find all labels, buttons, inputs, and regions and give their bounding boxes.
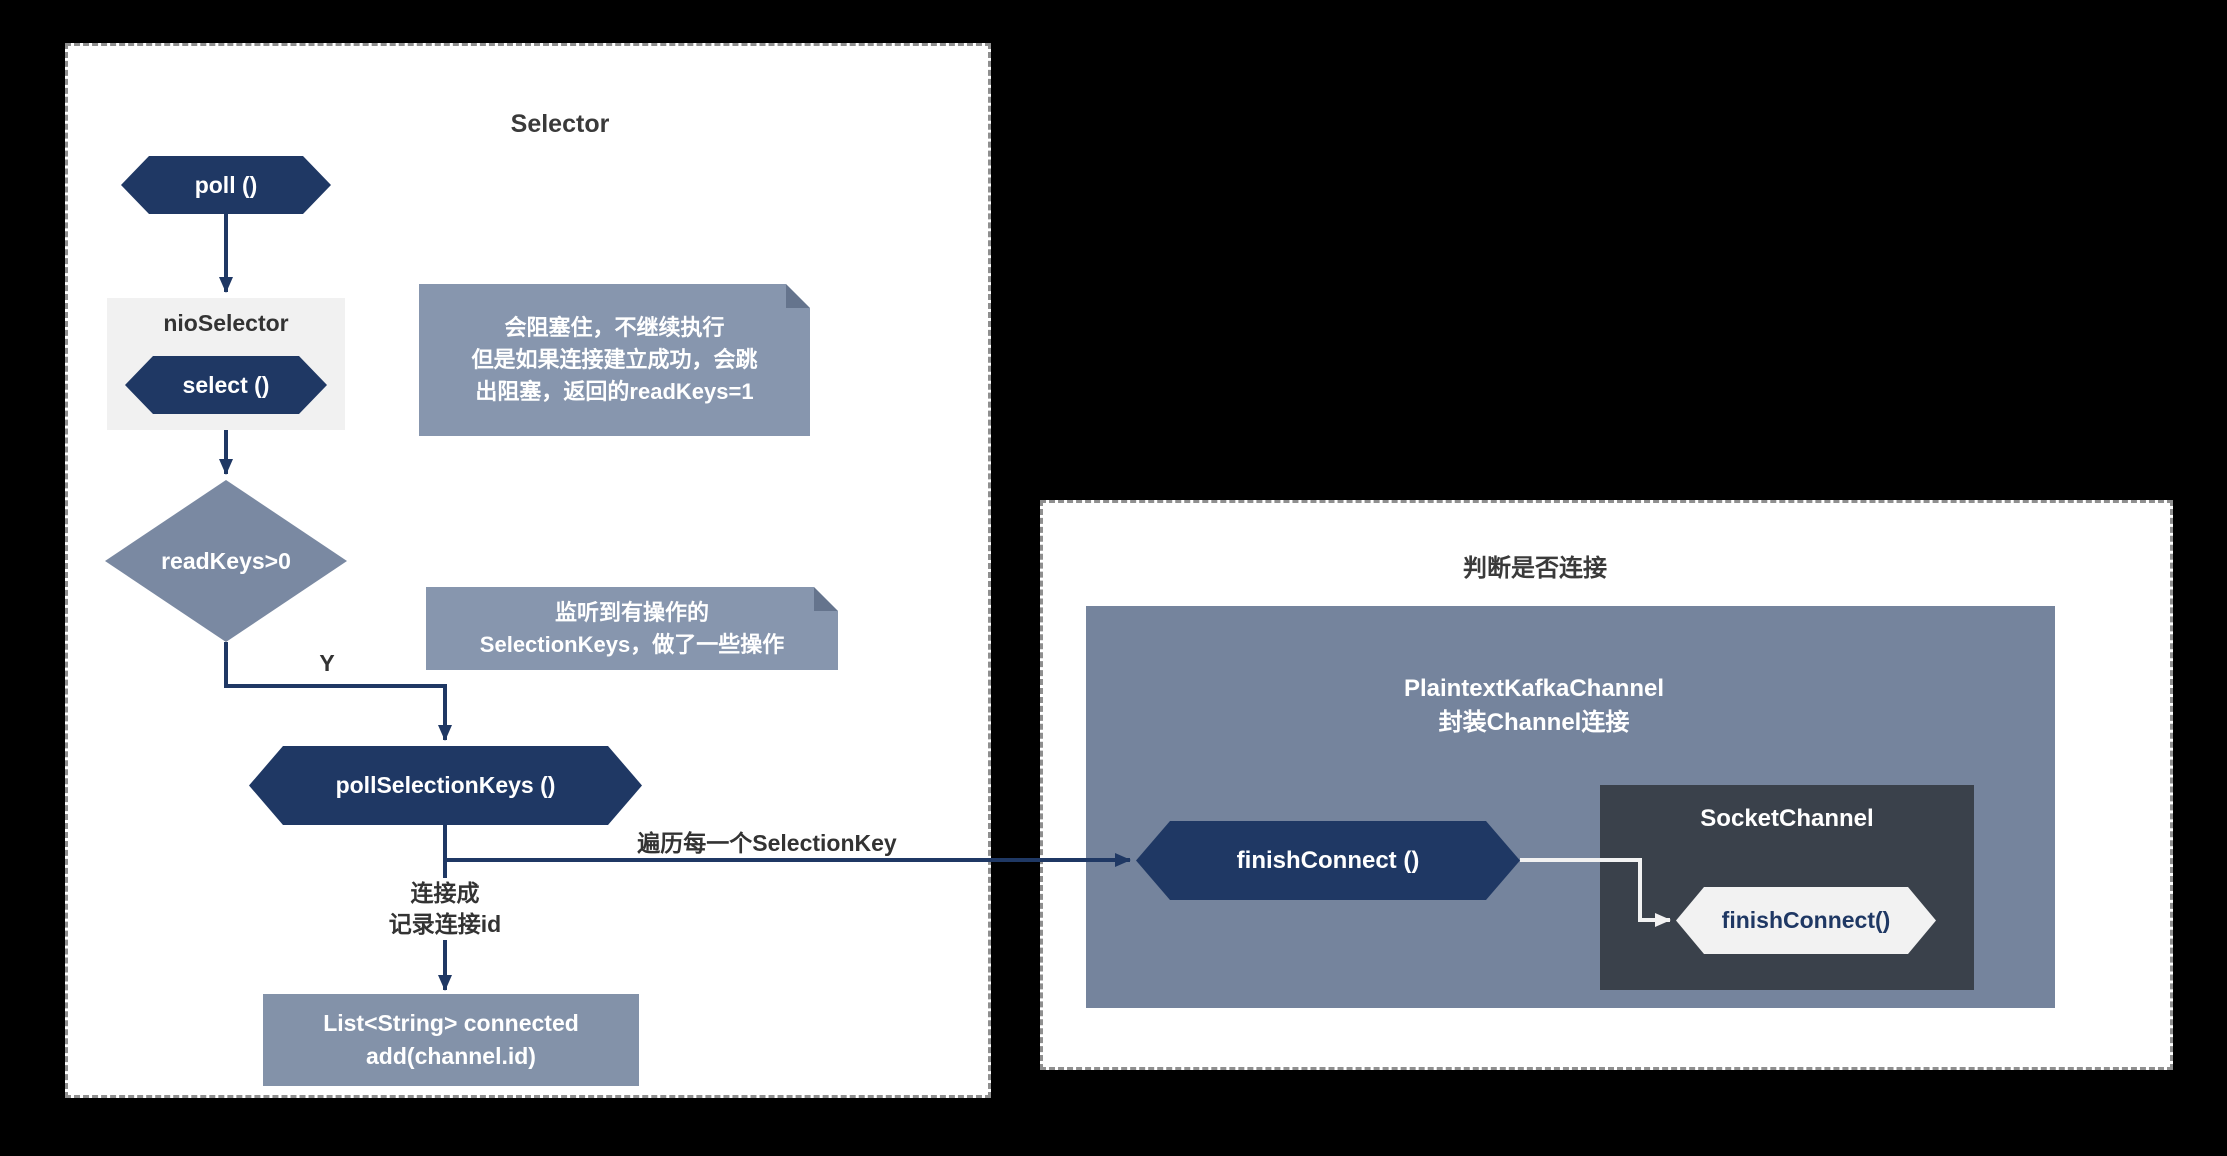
- finish-connect-hexagon: finishConnect (): [1136, 821, 1520, 900]
- poll-selection-keys-hexagon: pollSelectionKeys (): [249, 746, 642, 825]
- note-line: 出阻塞，返回的readKeys=1: [475, 379, 754, 404]
- connect-record-label: 连接成 记录连接id: [355, 878, 535, 940]
- traverse-selectionkey-label: 遍历每一个SelectionKey: [637, 830, 897, 856]
- select-hexagon: select (): [125, 356, 327, 414]
- connect-record-line: 记录连接id: [388, 911, 502, 937]
- selector-panel-title: Selector: [510, 110, 610, 138]
- note-blocking: 会阻塞住，不继续执行 但是如果连接建立成功，会跳 出阻塞，返回的readKeys…: [419, 284, 810, 436]
- connect-record-line: 连接成: [410, 880, 480, 906]
- note-line: 但是如果连接建立成功，会跳: [471, 347, 758, 372]
- plaintext-kafka-channel-label: PlaintextKafkaChannel 封装Channel连接: [1134, 672, 1934, 740]
- connected-list-line: add(channel.id): [366, 1043, 536, 1069]
- channel-label-line: PlaintextKafkaChannel: [1403, 675, 1665, 702]
- nio-selector-box: nioSelector select (): [107, 298, 345, 430]
- nio-selector-label: nioSelector: [163, 310, 289, 336]
- note-line: 监听到有操作的: [554, 599, 709, 625]
- note-line: SelectionKeys，做了一些操作: [479, 631, 785, 657]
- branch-yes-label: Y: [319, 650, 335, 676]
- connected-list-line: List<String> connected: [323, 1010, 579, 1036]
- socket-finish-connect-hexagon: finishConnect(): [1676, 887, 1936, 954]
- channel-label-line: 封装Channel连接: [1438, 709, 1630, 736]
- poll-hexagon: poll (): [121, 156, 331, 214]
- connected-list-box: List<String> connected add(channel.id): [263, 994, 639, 1086]
- socket-channel-title: SocketChannel: [1700, 805, 1874, 832]
- note-line: 会阻塞住，不继续执行: [504, 315, 725, 340]
- note-listen: 监听到有操作的 SelectionKeys，做了一些操作: [426, 587, 838, 670]
- socket-channel-box: SocketChannel finishConnect(): [1600, 785, 1974, 990]
- connection-check-title: 判断是否连接: [1463, 555, 1607, 582]
